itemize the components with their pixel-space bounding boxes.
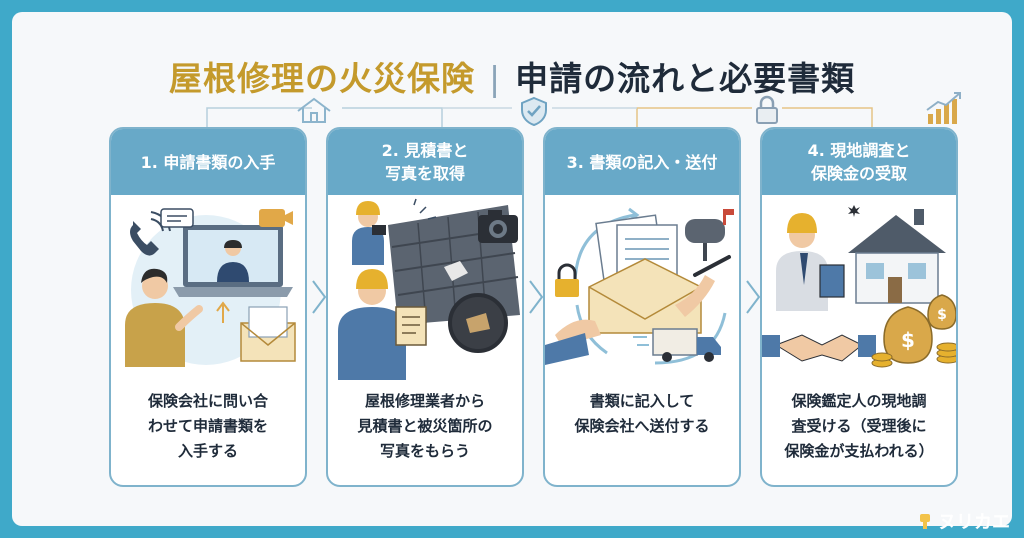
brand-logo-text: ヌリカエ xyxy=(938,512,1010,533)
laptop-icon xyxy=(173,225,293,297)
step-description: 書類に記入して 保険会社へ送付する xyxy=(574,392,710,435)
handshake-icon xyxy=(762,334,876,362)
svg-text:$: $ xyxy=(937,307,947,323)
shield-check-icon xyxy=(521,96,547,126)
brand-logo: ヌリカエ xyxy=(917,508,1010,534)
infographic-panel: 屋根修理の火災保険 | 申請の流れと必要書類 1. 申請書類の入手 xyxy=(12,12,1012,526)
title-part2: 申請の流れと必要書類 xyxy=(515,59,856,98)
roof-inspection-illustration xyxy=(338,198,520,380)
magnifier-icon xyxy=(448,293,508,353)
coin-stack-icon xyxy=(871,342,956,368)
envelope-icon xyxy=(588,258,702,334)
house-icon xyxy=(848,209,946,304)
step-arrow-icon xyxy=(312,280,327,314)
step-card-2: 2. 見積書と 写真を取得 xyxy=(326,127,524,487)
sparkle-icon xyxy=(848,205,860,217)
hand-icon xyxy=(675,275,715,317)
worker-photographer-icon xyxy=(352,201,386,265)
flow-connector-line xyxy=(206,107,873,132)
lock-icon xyxy=(555,263,579,297)
step-description: 屋根修理業者から 見積書と被災箇所の 写真をもらう xyxy=(357,392,493,460)
page-title: 屋根修理の火災保険 | 申請の流れと必要書類 xyxy=(12,52,1012,100)
growth-chart-icon xyxy=(926,92,961,124)
step-description: 保険会社に問い合 わせて申請書類を 入手する xyxy=(147,392,268,460)
chat-bubble-icon xyxy=(160,208,194,228)
envelope-icon xyxy=(240,306,296,362)
step-card-3: 3. 書類の記入・送付 xyxy=(543,127,741,487)
inspection-payment-illustration: $ $ xyxy=(762,205,956,368)
mailbox-icon xyxy=(685,209,734,261)
title-separator: | xyxy=(488,59,502,98)
lock-icon xyxy=(756,95,778,124)
step-card-1: 1. 申請書類の入手 xyxy=(109,127,307,487)
person-icon xyxy=(125,268,203,367)
step-illustration xyxy=(545,195,739,380)
camera-icon xyxy=(478,210,518,243)
video-camera-icon xyxy=(259,209,285,227)
step-illustration: $ $ xyxy=(762,195,956,380)
title-part1: 屋根修理の火災保険 xyxy=(168,59,475,98)
money-bag-icon: $ $ xyxy=(883,294,956,364)
step-heading: 4. 現地調査と 保険金の受取 xyxy=(762,129,956,195)
brush-icon xyxy=(920,514,930,529)
inspector-icon xyxy=(776,213,845,311)
step-heading: 3. 書類の記入・送付 xyxy=(545,129,739,195)
document-sending-illustration xyxy=(545,207,734,365)
step-description: 保険鑑定人の現地調 査受ける（受理後に 保険金が支払われる） xyxy=(784,392,934,460)
step-card-4: 4. 現地調査と 保険金の受取 xyxy=(760,127,958,487)
worker-clipboard-icon xyxy=(338,269,427,380)
house-outline-icon xyxy=(297,97,331,123)
step-heading: 2. 見積書と 写真を取得 xyxy=(328,129,522,195)
step-illustration xyxy=(328,195,522,380)
delivery-truck-icon xyxy=(633,328,721,362)
video-call-illustration xyxy=(125,208,296,367)
svg-text:$: $ xyxy=(901,328,915,352)
step-illustration xyxy=(111,195,305,380)
step-arrow-icon xyxy=(746,280,761,314)
step-heading: 1. 申請書類の入手 xyxy=(111,129,305,195)
pen-icon xyxy=(693,255,731,277)
step-arrow-icon xyxy=(529,280,544,314)
